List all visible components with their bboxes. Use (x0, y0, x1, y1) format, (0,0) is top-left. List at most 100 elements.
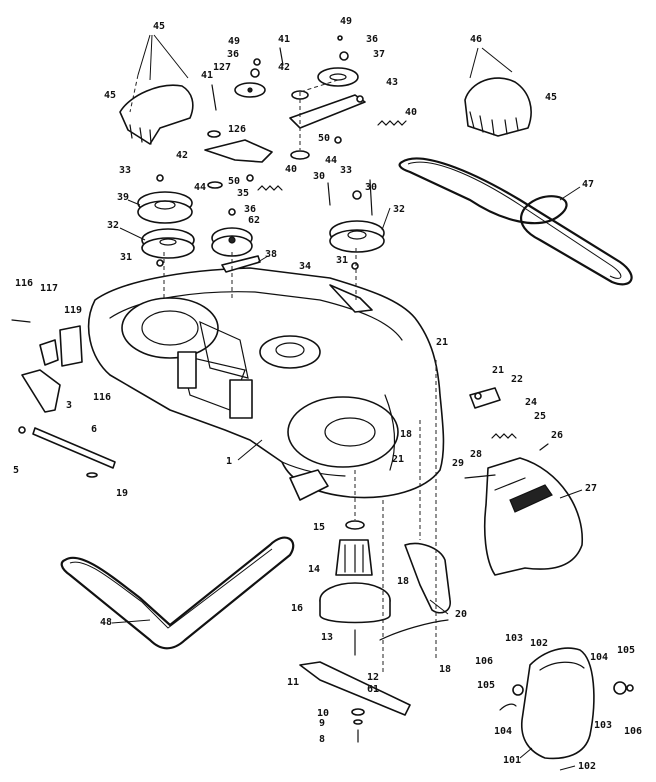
callout-46: 46 (470, 34, 482, 45)
spring-25[interactable] (491, 433, 517, 439)
callout-31: 31 (120, 252, 132, 263)
pulley-32-left[interactable] (141, 228, 195, 259)
belt-cover-left[interactable] (119, 34, 194, 145)
idler-arm-43[interactable] (289, 94, 366, 129)
callout-116: 116 (15, 278, 33, 289)
deflector-rod-20[interactable] (379, 542, 451, 641)
callout-45: 45 (153, 21, 165, 32)
callout-36: 36 (244, 204, 256, 215)
callout-18: 18 (439, 664, 451, 675)
callout-16: 16 (291, 603, 303, 614)
callout-39: 39 (117, 192, 129, 203)
callout-104: 104 (494, 726, 512, 737)
callout-30: 30 (313, 171, 325, 182)
callout-106: 106 (475, 656, 493, 667)
callout-21: 21 (492, 365, 504, 376)
mower-deck-housing[interactable] (87, 267, 445, 501)
rear-shield-101[interactable] (499, 647, 634, 760)
callout-25: 25 (534, 411, 546, 422)
callout-62: 62 (248, 215, 260, 226)
callout-41: 41 (201, 70, 213, 81)
callout-48: 48 (100, 617, 112, 628)
callout-61: 61 (367, 684, 379, 695)
callout-15: 15 (313, 522, 325, 533)
callout-27: 27 (585, 483, 597, 494)
callout-24: 24 (525, 397, 537, 408)
callout-50: 50 (318, 133, 330, 144)
callout-9: 9 (319, 718, 325, 729)
callout-41: 41 (278, 34, 290, 45)
pulley-32-right[interactable] (329, 220, 385, 253)
pulley-62[interactable] (211, 227, 253, 257)
drive-belt-48[interactable] (60, 536, 295, 650)
spring-40-lower[interactable] (257, 185, 283, 191)
callout-1: 1 (226, 456, 232, 467)
deflector-hinge-parts (464, 387, 549, 479)
callout-33: 33 (340, 165, 352, 176)
callout-19: 19 (116, 488, 128, 499)
callout-45: 45 (545, 92, 557, 103)
callout-36: 36 (227, 49, 239, 60)
callout-21: 21 (436, 337, 448, 348)
callout-33: 33 (119, 165, 131, 176)
callout-31: 31 (336, 255, 348, 266)
hardware (156, 35, 373, 270)
assembly-lines (163, 79, 437, 672)
callout-29: 29 (452, 458, 464, 469)
callout-32: 32 (107, 220, 119, 231)
callout-49: 49 (228, 36, 240, 47)
blade-spindle-assembly[interactable] (299, 520, 411, 743)
callout-10: 10 (317, 708, 329, 719)
callout-42: 42 (176, 150, 188, 161)
drive-belt-47[interactable] (398, 157, 633, 286)
callout-47: 47 (582, 179, 594, 190)
callout-38: 38 (265, 249, 277, 260)
callout-35: 35 (237, 188, 249, 199)
belt-cover-right[interactable] (464, 47, 532, 137)
callout-44: 44 (194, 182, 206, 193)
leader-lines (111, 186, 583, 771)
callout-104: 104 (590, 652, 608, 663)
callout-22: 22 (511, 374, 523, 385)
callout-26: 26 (551, 430, 563, 441)
callout-127: 127 (213, 62, 231, 73)
pulley-127[interactable] (234, 82, 266, 98)
callout-18: 18 (400, 429, 412, 440)
callout-18: 18 (397, 576, 409, 587)
bracket-34[interactable] (329, 284, 373, 313)
callout-43: 43 (386, 77, 398, 88)
callout-119: 119 (64, 305, 82, 316)
callout-102: 102 (530, 638, 548, 649)
callout-20: 20 (455, 609, 467, 620)
callout-126: 126 (228, 124, 246, 135)
callout-30: 30 (365, 182, 377, 193)
callout-40: 40 (405, 107, 417, 118)
callout-3: 3 (66, 400, 72, 411)
callout-13: 13 (321, 632, 333, 643)
idler-bracket-126[interactable] (204, 139, 273, 163)
callout-5: 5 (13, 465, 19, 476)
pulley-37[interactable] (317, 67, 359, 87)
callout-14: 14 (308, 564, 320, 575)
callout-36: 36 (366, 34, 378, 45)
callout-28: 28 (470, 449, 482, 460)
callout-44: 44 (325, 155, 337, 166)
callout-49: 49 (340, 16, 352, 27)
discharge-chute-27[interactable] (483, 457, 583, 576)
callout-6: 6 (91, 424, 97, 435)
callout-42: 42 (278, 62, 290, 73)
pulley-39[interactable] (137, 191, 193, 224)
callout-12: 12 (367, 672, 379, 683)
callout-37: 37 (373, 49, 385, 60)
callout-34: 34 (299, 261, 311, 272)
height-adjust-linkage[interactable] (11, 319, 116, 478)
callout-11: 11 (287, 677, 299, 688)
callout-50: 50 (228, 176, 240, 187)
callout-40: 40 (285, 164, 297, 175)
callout-105: 105 (617, 645, 635, 656)
spring-40-upper[interactable] (377, 120, 407, 126)
callout-8: 8 (319, 734, 325, 745)
callout-101: 101 (503, 755, 521, 766)
